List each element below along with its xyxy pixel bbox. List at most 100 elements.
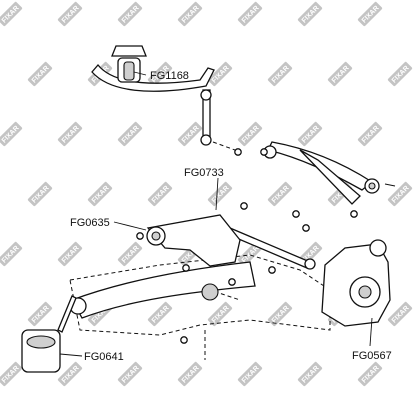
watermark-bg xyxy=(237,121,263,147)
watermark-bg xyxy=(0,241,23,267)
watermark-badge: FIXAR xyxy=(237,1,263,27)
watermark-badge: FIXAR xyxy=(177,121,203,147)
bolt-icon xyxy=(292,210,300,218)
leader-fg0635 xyxy=(113,221,147,231)
watermark-bg xyxy=(177,1,203,27)
subframe-bushing-top xyxy=(26,335,56,349)
watermark-badge: FIXAR xyxy=(147,181,173,207)
watermark-badge: FIXAR xyxy=(117,361,143,387)
watermark-badge: FIXAR xyxy=(267,301,293,327)
bolt-icon xyxy=(240,202,248,210)
watermark-bg xyxy=(27,61,53,87)
watermark-badge: FIXAR xyxy=(267,181,293,207)
upper-arm-bushing-right-core xyxy=(368,182,376,190)
link-dashed-guide xyxy=(212,141,236,151)
leader-fg0733 xyxy=(215,177,219,211)
watermark-badge: FIXAR xyxy=(357,121,383,147)
trailing-arm-pivot xyxy=(201,283,219,301)
lower-arm-bushing-core xyxy=(151,231,161,241)
watermark-badge: FIXAR xyxy=(57,361,83,387)
watermark-bg xyxy=(177,361,203,387)
watermark-badge: FIXAR xyxy=(177,1,203,27)
label-fg1168: FG1168 xyxy=(150,70,189,82)
trailing-arm xyxy=(71,261,256,319)
bolt-icon xyxy=(182,264,190,272)
watermark-badge: FIXAR xyxy=(207,181,233,207)
watermark-badge: FIXAR xyxy=(297,1,323,27)
watermark-badge: FIXAR xyxy=(237,361,263,387)
stabilizer-bracket xyxy=(111,45,147,57)
bolt-icon xyxy=(136,232,144,240)
watermark-bg xyxy=(387,61,413,87)
bolt-icon xyxy=(228,278,236,286)
watermark-badge: FIXAR xyxy=(0,1,23,27)
watermark-bg xyxy=(387,181,413,207)
watermark-bg xyxy=(237,1,263,27)
watermark-bg xyxy=(57,361,83,387)
watermark-bg xyxy=(0,1,23,27)
watermark-bg xyxy=(27,301,53,327)
upper-arm-bolt xyxy=(384,183,396,187)
watermark-bg xyxy=(0,361,23,387)
watermark-bg xyxy=(207,181,233,207)
watermark-bg xyxy=(327,61,353,87)
lower-control-arm xyxy=(146,214,241,267)
fasteners xyxy=(136,148,358,344)
watermark-bg xyxy=(57,241,83,267)
stabilizer-bushing-insert xyxy=(123,61,135,81)
watermark-badge: FIXAR xyxy=(297,361,323,387)
watermark-bg xyxy=(297,121,323,147)
stabilizer-link-ball-top xyxy=(200,89,212,101)
watermark-bg xyxy=(297,1,323,27)
watermark-badge: FIXAR xyxy=(27,301,53,327)
watermark-badge: FIXAR xyxy=(57,241,83,267)
watermark-bg xyxy=(297,361,323,387)
watermark-bg xyxy=(207,301,233,327)
label-fg0635: FG0635 xyxy=(70,217,110,229)
watermark-bg xyxy=(117,1,143,27)
leader-fg1168 xyxy=(133,71,147,76)
bolt-icon xyxy=(302,224,310,232)
watermark-bg xyxy=(147,301,173,327)
watermark-bg xyxy=(357,361,383,387)
watermark-bg xyxy=(267,61,293,87)
watermark-bg xyxy=(117,121,143,147)
watermark-badge: FIXAR xyxy=(87,181,113,207)
watermark-badge: FIXAR xyxy=(57,121,83,147)
watermark-badge: FIXAR xyxy=(0,241,23,267)
label-fg0567: FG0567 xyxy=(352,350,392,362)
watermark-badge: FIXAR xyxy=(297,121,323,147)
watermark-bg xyxy=(147,61,173,87)
hub-center xyxy=(358,285,372,299)
watermark-badge: FIXAR xyxy=(117,1,143,27)
watermark-badge: FIXAR xyxy=(57,1,83,27)
watermark-badge: FIXAR xyxy=(27,181,53,207)
watermark-badge: FIXAR xyxy=(0,121,23,147)
subframe-outline xyxy=(69,254,331,336)
label-fg0733: FG0733 xyxy=(184,167,224,179)
toe-link-end xyxy=(304,258,316,270)
knuckle-bushing xyxy=(369,239,387,257)
toe-link-rod xyxy=(226,227,311,269)
bolt-icon xyxy=(268,266,276,274)
watermark-badge: FIXAR xyxy=(117,241,143,267)
watermark-badge: FIXAR xyxy=(387,301,413,327)
subframe-bushing-bolt xyxy=(57,295,77,333)
label-fg0641: FG0641 xyxy=(84,351,124,363)
watermark-badge: FIXAR xyxy=(0,361,23,387)
bolt-icon xyxy=(260,148,268,156)
watermark-badge: FIXAR xyxy=(117,121,143,147)
watermark-badge: FIXAR xyxy=(147,301,173,327)
watermark-badge: FIXAR xyxy=(267,61,293,87)
watermark-badge: FIXAR xyxy=(237,121,263,147)
watermark-bg xyxy=(357,1,383,27)
watermark-bg xyxy=(27,181,53,207)
bolt-icon xyxy=(234,148,242,156)
watermark-bg xyxy=(0,121,23,147)
watermark-badge: FIXAR xyxy=(357,361,383,387)
watermark-bg xyxy=(117,241,143,267)
stabilizer-link-ball-bottom xyxy=(200,134,212,146)
watermark-bg xyxy=(57,1,83,27)
